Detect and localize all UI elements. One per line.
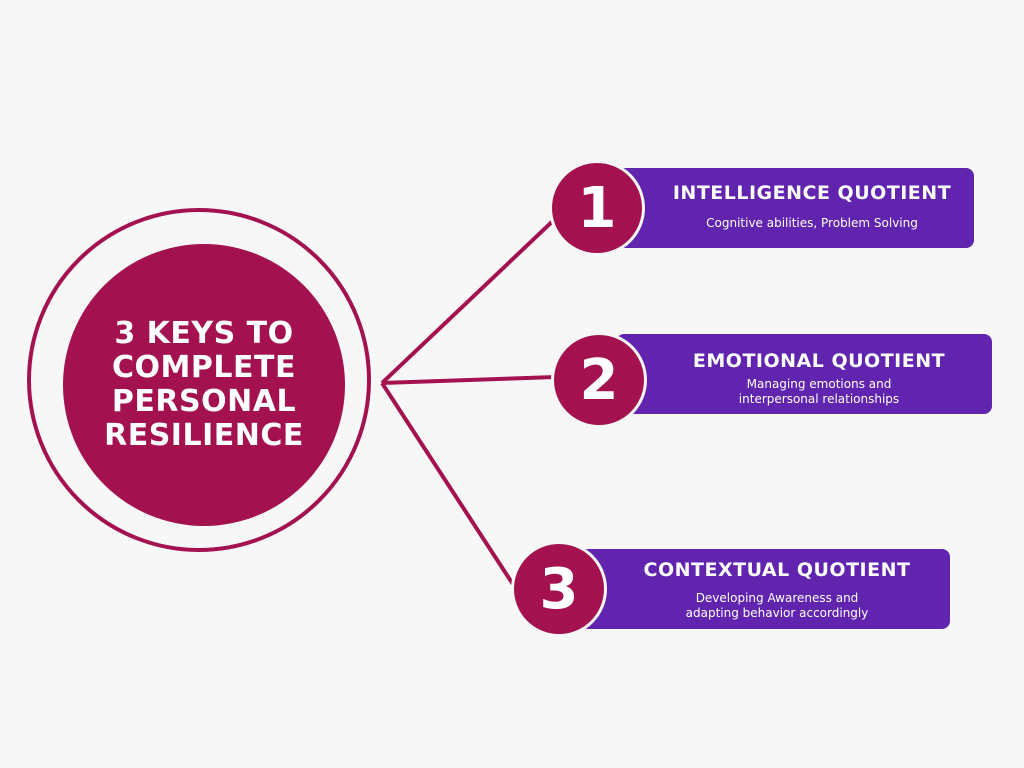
connector-line-3 — [380, 381, 520, 594]
center-circle: 3 KEYS TO COMPLETE PERSONAL RESILIENCE — [63, 244, 345, 526]
key-description-1: Cognitive abilities, Problem Solving — [706, 216, 918, 230]
outer-ring — [27, 208, 371, 552]
key-title-3: CONTEXTUAL QUOTIENT — [643, 559, 911, 581]
key-title-1: INTELLIGENCE QUOTIENT — [672, 182, 952, 204]
key-card-1: INTELLIGENCE QUOTIENT Cognitive abilitie… — [604, 168, 974, 248]
number-badge-1: 1 — [549, 160, 645, 256]
number-badge-2: 2 — [551, 332, 647, 428]
key-description-2: Managing emotions and interpersonal rela… — [738, 377, 900, 406]
number-badge-3: 3 — [511, 541, 607, 637]
key-description-3: Developing Awareness and adapting behavi… — [685, 591, 869, 620]
connector-line-1 — [380, 216, 558, 385]
key-title-2: EMOTIONAL QUOTIENT — [692, 350, 946, 372]
key-card-3: CONTEXTUAL QUOTIENT Developing Awareness… — [574, 549, 950, 629]
connector-line-2 — [381, 375, 557, 385]
center-title: 3 KEYS TO COMPLETE PERSONAL RESILIENCE — [104, 316, 304, 453]
key-card-2: EMOTIONAL QUOTIENT Managing emotions and… — [616, 334, 992, 414]
